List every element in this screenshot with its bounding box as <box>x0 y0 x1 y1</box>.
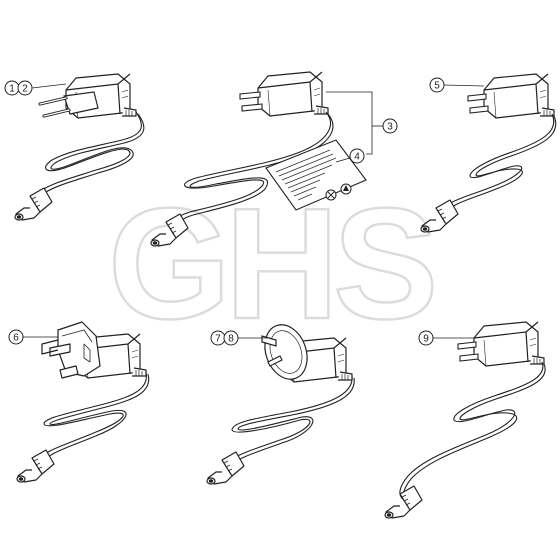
euro-plug-pins <box>38 91 99 118</box>
watermark-text: GHS <box>108 176 433 352</box>
us-plug-pins-center <box>239 91 263 112</box>
callout-7: 7 <box>215 334 221 345</box>
callout-5: 5 <box>429 77 485 93</box>
us-plug-pins-right <box>467 93 489 114</box>
callout-2: 2 <box>22 84 28 95</box>
callout-9-label: 9 <box>423 334 429 345</box>
callout-1-2: 1 2 <box>4 80 67 96</box>
euro-plug-adapter <box>14 73 145 221</box>
us-plug-adapter-with-label <box>150 71 367 247</box>
callout-1: 1 <box>9 84 15 95</box>
callout-3-4: 3 4 <box>326 91 398 164</box>
callout-3: 3 <box>387 122 393 133</box>
au-plug-adapter <box>206 324 355 485</box>
callout-6: 6 <box>8 329 58 345</box>
uk-plug-body <box>41 321 101 379</box>
callout-9: 9 <box>418 330 474 346</box>
us-plug-pins-bottom <box>457 341 479 362</box>
au-plug-face <box>261 324 308 380</box>
callout-8: 8 <box>228 334 234 345</box>
callout-5-label: 5 <box>434 81 440 92</box>
warning-label-card <box>265 139 367 211</box>
euro-cable <box>33 111 142 197</box>
uk-plug-adapter <box>16 321 150 483</box>
us-plug-adapter-bottom <box>384 321 546 519</box>
callout-4: 4 <box>354 152 360 163</box>
us-plug-adapter-right <box>420 73 557 233</box>
callout-7-8: 7 8 <box>210 330 268 346</box>
callout-6-label: 6 <box>13 333 19 344</box>
